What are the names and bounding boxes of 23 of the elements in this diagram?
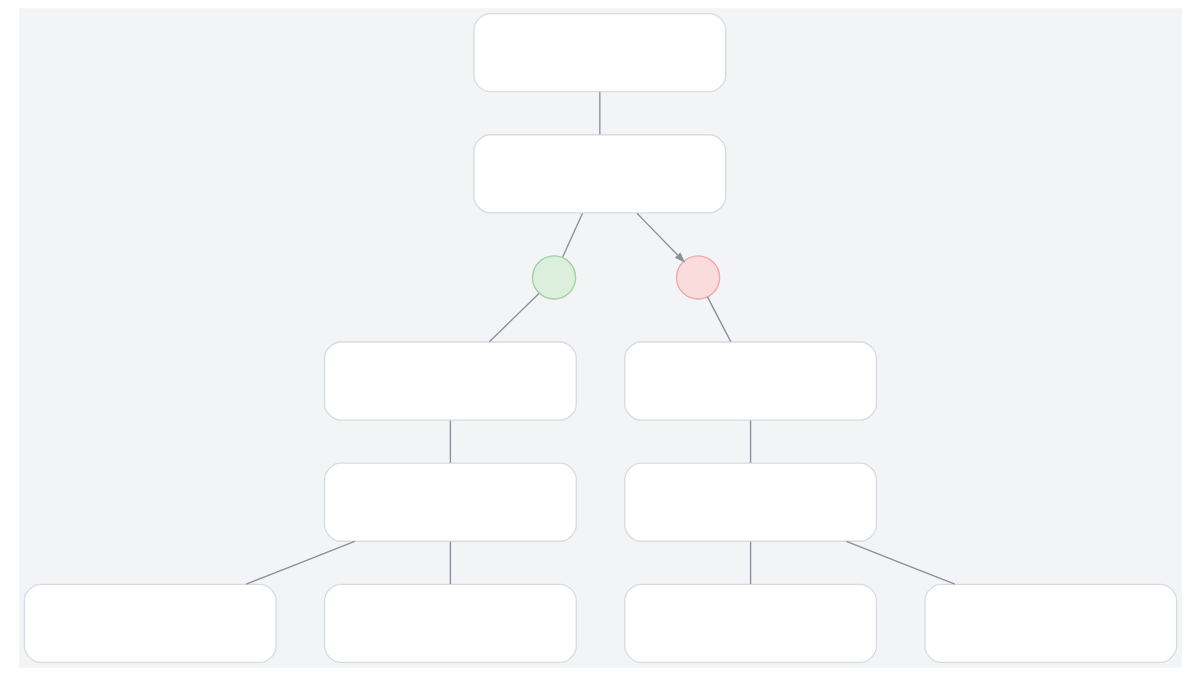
connector: [449, 541, 451, 585]
connector: [488, 292, 540, 343]
node-box: [923, 583, 1177, 664]
connector: [749, 541, 751, 585]
node-box: [23, 583, 277, 664]
connector: [598, 91, 600, 136]
node-circle: [675, 255, 720, 300]
connector: [561, 212, 583, 258]
connector: [749, 419, 751, 464]
arrow: [635, 212, 685, 263]
node-box: [323, 462, 577, 542]
node-box: [472, 12, 726, 93]
node-box: [623, 583, 877, 664]
connector: [245, 540, 355, 585]
connector: [449, 419, 451, 464]
node-box: [323, 341, 577, 421]
node-box: [472, 134, 726, 214]
node-box: [623, 462, 877, 542]
node-circle: [531, 255, 576, 300]
connector: [706, 296, 731, 343]
connector: [845, 540, 955, 585]
node-box: [323, 583, 577, 664]
node-box: [623, 341, 877, 421]
